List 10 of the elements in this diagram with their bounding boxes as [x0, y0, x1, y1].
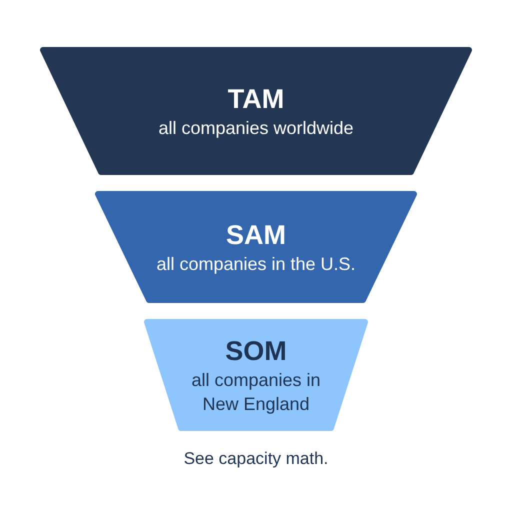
- tier-description: all companies in New England: [190, 369, 322, 416]
- tier-description: all companies in the U.S.: [156, 253, 356, 276]
- funnel-tier: [95, 191, 417, 303]
- tier-title: SOM: [225, 335, 287, 368]
- caption: See capacity math.: [184, 448, 328, 470]
- tier-title: TAM: [228, 83, 284, 116]
- tier-description: all companies worldwide: [158, 117, 354, 140]
- funnel-tier: [144, 319, 368, 431]
- tier-title: SAM: [226, 219, 286, 252]
- funnel-tier: [40, 47, 472, 175]
